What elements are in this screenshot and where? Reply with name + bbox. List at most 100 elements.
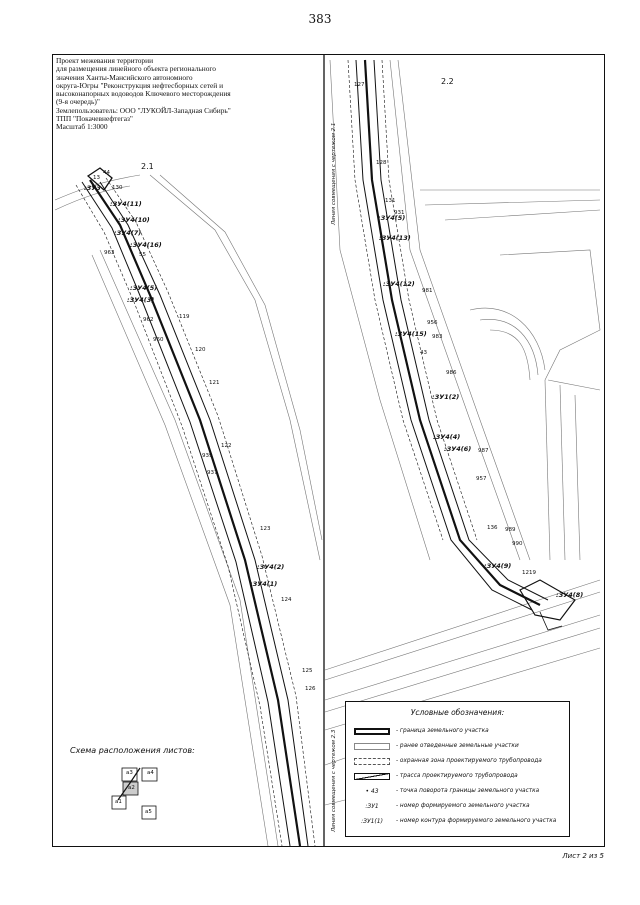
point-label: 960 [153, 337, 164, 343]
point-label: 126 [305, 686, 316, 692]
left-pipeline [75, 167, 316, 847]
parcel-label: :ЗУ4(1) [250, 580, 278, 588]
sheet-label-left: 2.1 [141, 162, 154, 171]
title-line: для размещения линейного объекта региона… [56, 64, 216, 74]
point-label: 131 [385, 198, 396, 204]
legend-item: - граница земельного участка [352, 726, 489, 736]
point-label: 931 [394, 210, 405, 216]
parcel-label: :ЗУ3 [84, 184, 101, 192]
parcel-label: :ЗУ1(2) [432, 393, 460, 401]
parcel-label: :ЗУ4(8) [556, 591, 584, 599]
point-label: 986 [446, 370, 457, 376]
parcel-label: :ЗУ4(7) [114, 229, 142, 237]
point-label: 939 [202, 453, 213, 459]
legend-item-text: - ранее отведенные земельные участки [396, 743, 519, 749]
parcel-label: :ЗУ4(13) [379, 234, 411, 242]
point-label: 136 [487, 525, 498, 531]
parcel-label: :ЗУ4(4) [433, 433, 461, 441]
legend-item: :ЗУ1(1) - номер контура формируемого зем… [352, 816, 556, 826]
legend-item: - охранная зона проектируемого трубопров… [352, 756, 542, 766]
point-label: 13 [93, 175, 100, 181]
point-label: 120 [195, 347, 206, 353]
contour-number-symbol: :ЗУ1(1) [361, 817, 383, 825]
point-label: 987 [478, 448, 489, 454]
legend-item-text: - охранная зона проектируемого трубопров… [396, 758, 542, 764]
legend-item-text: - номер контура формируемого земельного … [396, 818, 557, 824]
point-label: 963 [104, 250, 115, 256]
legend-item-text: - точка поворота границы земельного учас… [396, 788, 540, 794]
parcel-label: :ЗУ4(16) [130, 241, 162, 249]
right-areas [324, 189, 601, 806]
point-label: 121 [209, 380, 220, 386]
point-label: 127 [354, 82, 365, 88]
point-label: 956 [427, 320, 438, 326]
sheet-label-right: 2.2 [441, 77, 454, 86]
parcel-label: :ЗУ4(5) [378, 214, 406, 222]
legend-item: - трасса проектируемого трубопровода [352, 771, 518, 781]
parcel-label: :ЗУ4(3) [127, 296, 155, 304]
title-block: Проект межевания территории для размещен… [54, 56, 273, 133]
point-label: 44 [103, 170, 110, 176]
legend-item-text: - граница земельного участка [396, 728, 489, 734]
scheme-cell: а1 [115, 799, 122, 805]
title-line: Проект межевания территории [56, 56, 154, 65]
point-label: 43 [420, 350, 427, 356]
title-line: ТПП "Покачевнефтегаз" [56, 114, 133, 124]
title-line: высоконапорных водоводов Ключевого место… [56, 89, 231, 99]
legend-title: Условные обозначения: [410, 708, 505, 717]
scheme-cell: а2 [128, 785, 135, 791]
legend-item: :ЗУ1 - номер формируемого земельного уча… [352, 801, 530, 811]
point-label: 55 [139, 252, 146, 258]
point-label: 119 [179, 314, 190, 320]
legend-item: - ранее отведенные земельные участки [352, 741, 519, 751]
turning-point-symbol: • 43 [365, 787, 379, 795]
title-line: Землепользователь: ООО "ЛУКОЙЛ-Западная … [56, 105, 231, 115]
scheme-cell: а4 [147, 770, 154, 776]
point-label: 1219 [522, 570, 536, 576]
point-label: 128 [376, 160, 387, 166]
point-label: 989 [505, 527, 516, 533]
pipeline-route-symbol [352, 771, 392, 781]
parcel-label: :ЗУ4(10) [118, 216, 150, 224]
point-label: 124 [281, 597, 292, 603]
right-corridor [329, 59, 531, 561]
scheme-cell: а5 [145, 809, 152, 815]
parcel-label: :ЗУ4(2) [257, 563, 285, 571]
parcel-label: :ЗУ4(5) [130, 284, 158, 292]
right-pipeline [347, 59, 576, 631]
point-label: 983 [432, 334, 443, 340]
parcel-label: :ЗУ4(9) [484, 562, 512, 570]
title-line: округа-Югры "Реконструкция нефтесборных … [56, 80, 224, 90]
legend-item: • 43 - точка поворота границы земельного… [352, 786, 539, 796]
point-label: 981 [422, 288, 433, 294]
legend-item-text: - трасса проектируемого трубопровода [396, 773, 518, 779]
scheme-cell: а3 [126, 770, 133, 776]
point-label: 125 [302, 668, 313, 674]
parcel-boundary-symbol [352, 726, 392, 736]
point-label: 122 [221, 443, 232, 449]
scheme-title: Схема расположения листов: [70, 746, 195, 755]
sheet-footer: Лист 2 из 5 [562, 852, 604, 860]
parcel-number-symbol: :ЗУ1 [365, 802, 379, 810]
title-line: (9-я очередь)" [56, 97, 100, 107]
parcel-label: :ЗУ4(12) [383, 280, 415, 288]
legend-item-text: - номер формируемого земельного участка [396, 803, 530, 809]
parcel-label: :ЗУ4(15) [395, 330, 427, 338]
page-number: 383 [308, 12, 332, 26]
title-line: значения Ханты-Мансийского автономного [56, 72, 193, 82]
legend: Условные обозначения: - граница земельно… [345, 701, 570, 837]
map-sheet [52, 54, 605, 847]
point-label: 123 [260, 526, 271, 532]
left-corridor [54, 174, 323, 847]
match-line-note-bottom: Линия совмещения с чертежом 2.3 [331, 729, 337, 832]
parcel-label: :ЗУ4(6) [444, 445, 472, 453]
prior-parcels-symbol [352, 741, 392, 751]
point-label: 962 [143, 317, 154, 323]
scheme-diagram [111, 767, 158, 820]
point-label: 130 [112, 185, 123, 191]
protection-zone-symbol [352, 756, 392, 766]
title-line: Масштаб 1:3000 [56, 122, 108, 132]
parcel-label: :ЗУ4(11) [110, 200, 142, 208]
match-line-note-top: Линия совмещения с чертежом 2.1 [331, 122, 337, 225]
